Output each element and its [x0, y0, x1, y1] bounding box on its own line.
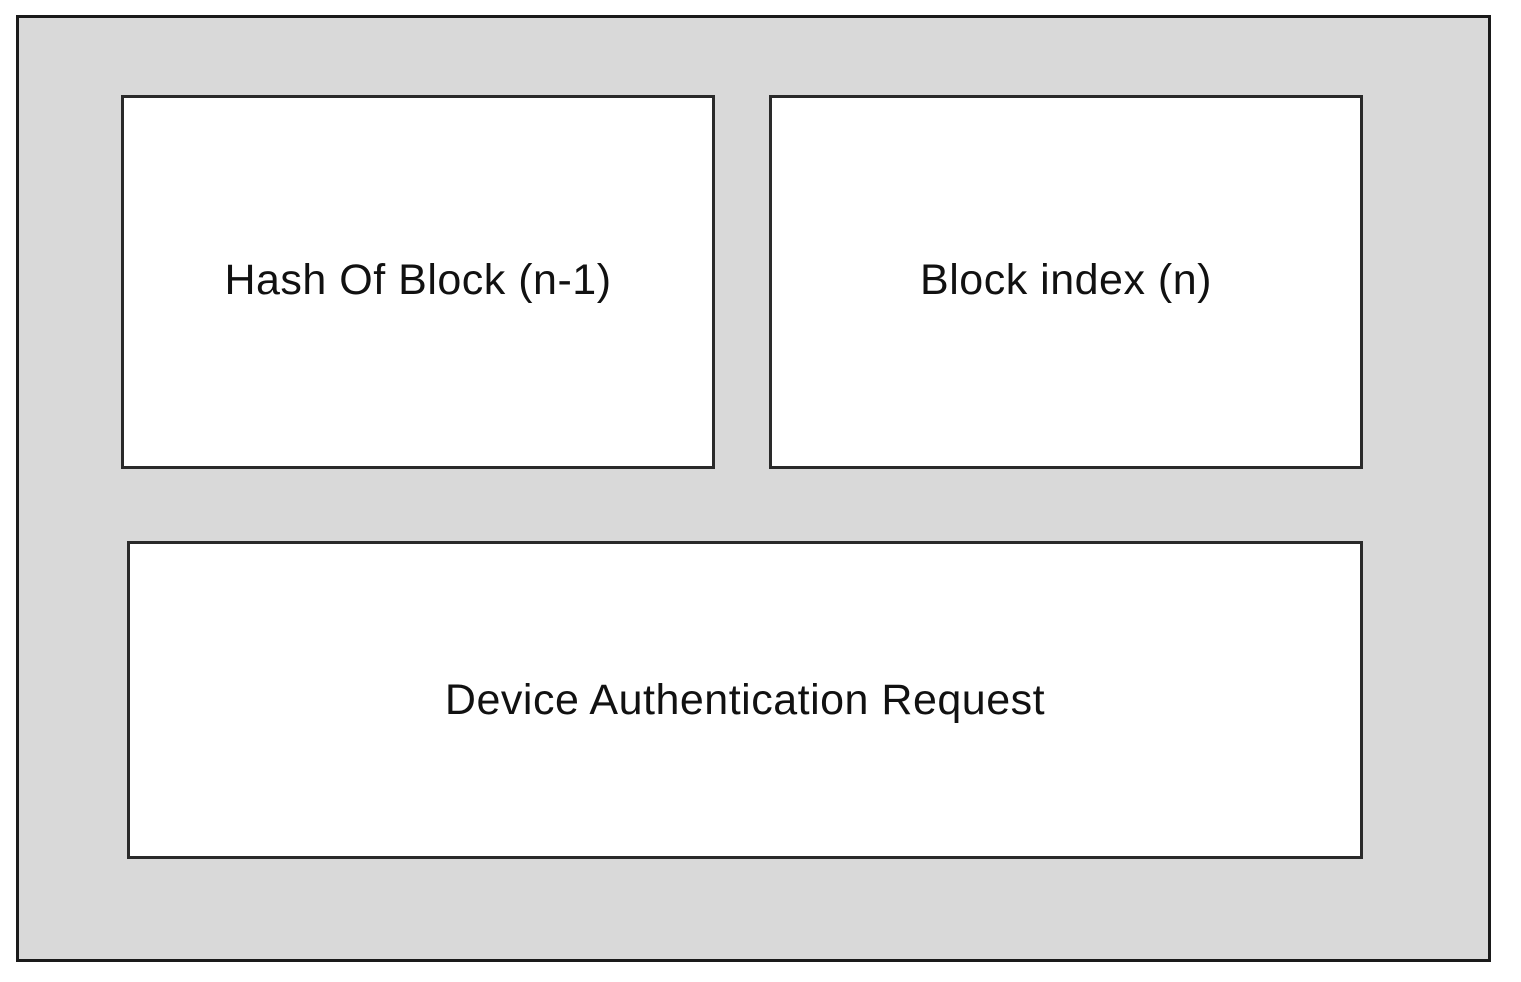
device-authentication-request-box: Device Authentication Request [127, 541, 1363, 859]
hash-of-previous-block-label: Hash Of Block (n-1) [224, 255, 612, 304]
device-authentication-request-label: Device Authentication Request [444, 675, 1046, 724]
block-index-box: Block index (n) [769, 95, 1363, 469]
block-index-label: Block index (n) [920, 255, 1212, 304]
hash-of-previous-block-box: Hash Of Block (n-1) [121, 95, 715, 469]
